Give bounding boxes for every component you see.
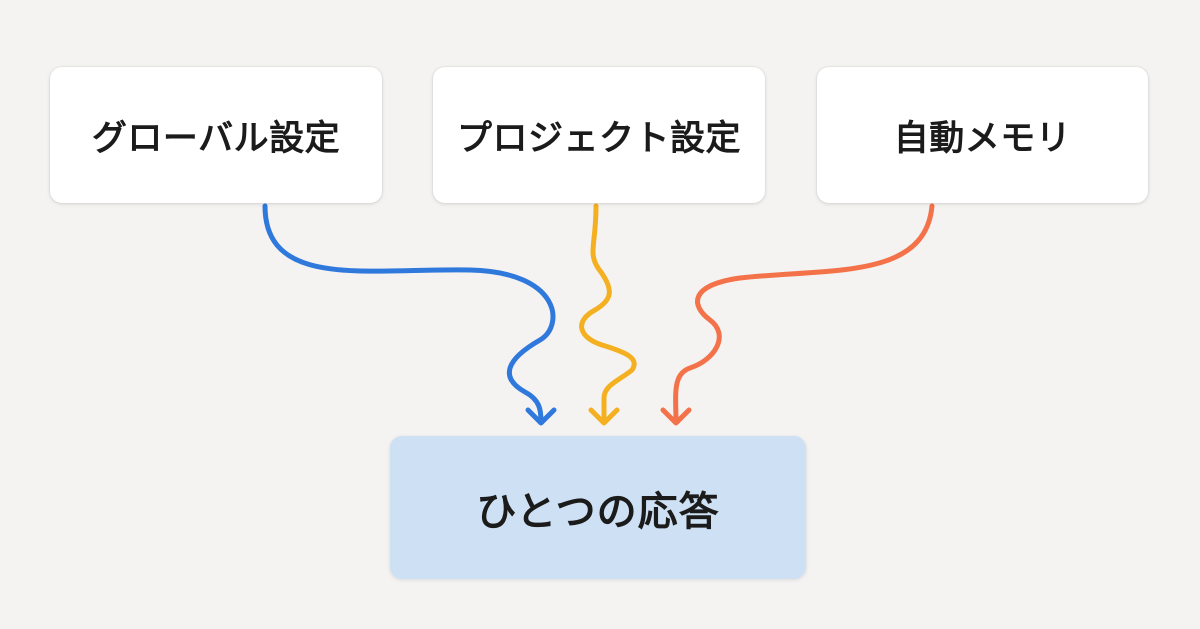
project-settings-label: プロジェクト設定 bbox=[456, 118, 741, 159]
project-settings-box: プロジェクト設定 bbox=[433, 67, 765, 203]
arrowhead-memory bbox=[660, 407, 692, 426]
global-settings-label: グローバル設定 bbox=[91, 118, 341, 159]
global-settings-box: グローバル設定 bbox=[50, 67, 382, 203]
auto-memory-box: 自動メモリ bbox=[817, 67, 1148, 203]
arrow-global-to-response bbox=[262, 203, 556, 425]
arrow-memory-to-response bbox=[673, 203, 935, 425]
auto-memory-label: 自動メモリ bbox=[893, 118, 1072, 159]
single-response-box: ひとつの応答 bbox=[390, 436, 806, 579]
arrowhead-global bbox=[525, 407, 557, 426]
arrow-project-to-response bbox=[579, 203, 637, 425]
single-response-label: ひとつの応答 bbox=[476, 488, 720, 535]
arrowhead-project bbox=[588, 407, 620, 426]
